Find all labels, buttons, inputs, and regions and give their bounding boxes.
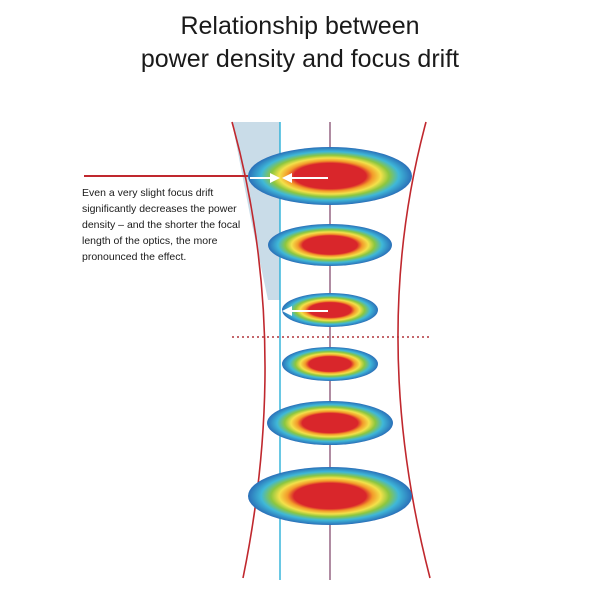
diagram-title: Relationship between power density and f… [0, 10, 600, 76]
beam-spot-4 [282, 347, 378, 381]
beam-spot-1 [248, 147, 412, 205]
beam-spot-6 [248, 467, 412, 525]
title-line-2: power density and focus drift [140, 45, 460, 73]
beam-spot-2 [268, 224, 392, 266]
beam-spot-3 [282, 293, 378, 327]
annotation-caption: Even a very slight focus drift significa… [82, 187, 241, 263]
title-line-1: Relationship between [180, 12, 420, 40]
drift-arrow-top-right [282, 173, 328, 183]
beam-edge-right [397, 121, 431, 579]
drift-arrow-mid [282, 306, 328, 316]
drift-arrow-top-left [250, 173, 280, 183]
beam-edge-left [231, 121, 266, 579]
beam-spot-5 [267, 401, 393, 445]
